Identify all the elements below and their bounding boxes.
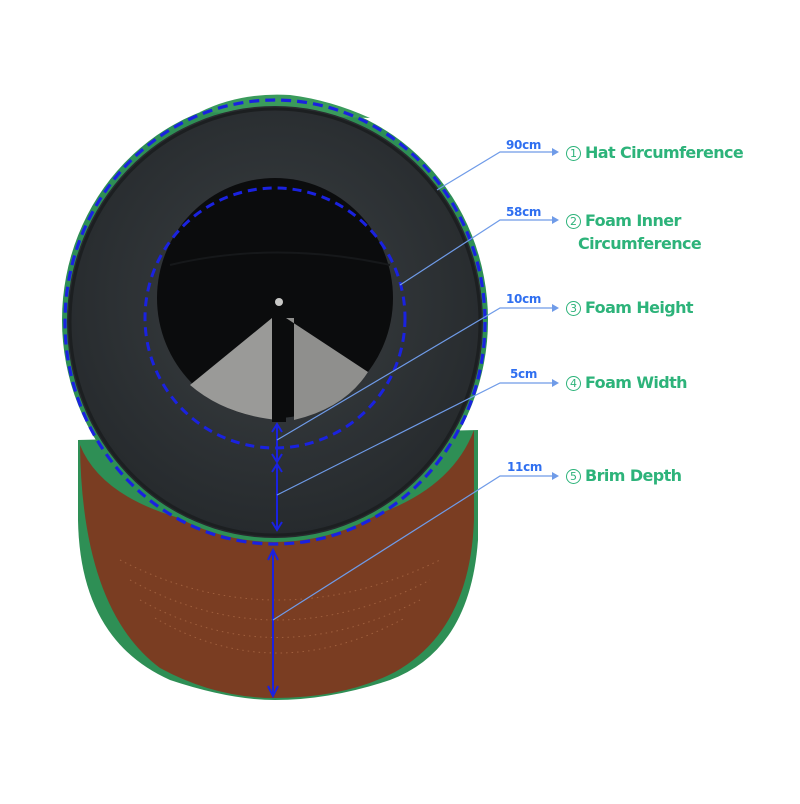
label-brim-depth: 5 Brim Depth — [566, 465, 682, 487]
label-text: Foam Inner — [585, 211, 681, 230]
number-badge-1: 1 — [566, 145, 581, 161]
label-hat-circumference: 1 Hat Circumference — [566, 142, 744, 164]
leader-lines — [272, 151, 556, 621]
label-foam-width: 4 Foam Width — [566, 372, 688, 394]
hat-interior — [157, 178, 393, 422]
leader-arrowheads — [552, 148, 559, 480]
number-badge-5: 5 — [566, 468, 581, 484]
label-text-line2: Circumference — [578, 234, 702, 253]
foam-inner-outline — [143, 186, 407, 450]
number-badge-3: 3 — [566, 300, 581, 316]
measure-foam-inner-circumference: 58cm — [506, 205, 542, 219]
label-foam-inner-circumference: 2 Foam Inner — [566, 210, 681, 232]
measure-hat-circumference: 90cm — [506, 138, 542, 152]
label-foam-height: 3 Foam Height — [566, 297, 694, 319]
label-text: Hat Circumference — [585, 143, 744, 162]
label-text: Brim Depth — [585, 466, 682, 485]
measure-brim-depth: 11cm — [507, 460, 543, 474]
hat-circumference-outline — [63, 98, 487, 546]
label-text: Foam Width — [585, 373, 688, 392]
label-text: Foam Height — [585, 298, 694, 317]
crown-button — [275, 298, 283, 306]
measurement-arrows — [267, 422, 283, 699]
measure-foam-width: 5cm — [510, 367, 538, 381]
measure-foam-height: 10cm — [506, 292, 542, 306]
number-badge-4: 4 — [566, 375, 581, 391]
number-badge-2: 2 — [566, 213, 581, 229]
